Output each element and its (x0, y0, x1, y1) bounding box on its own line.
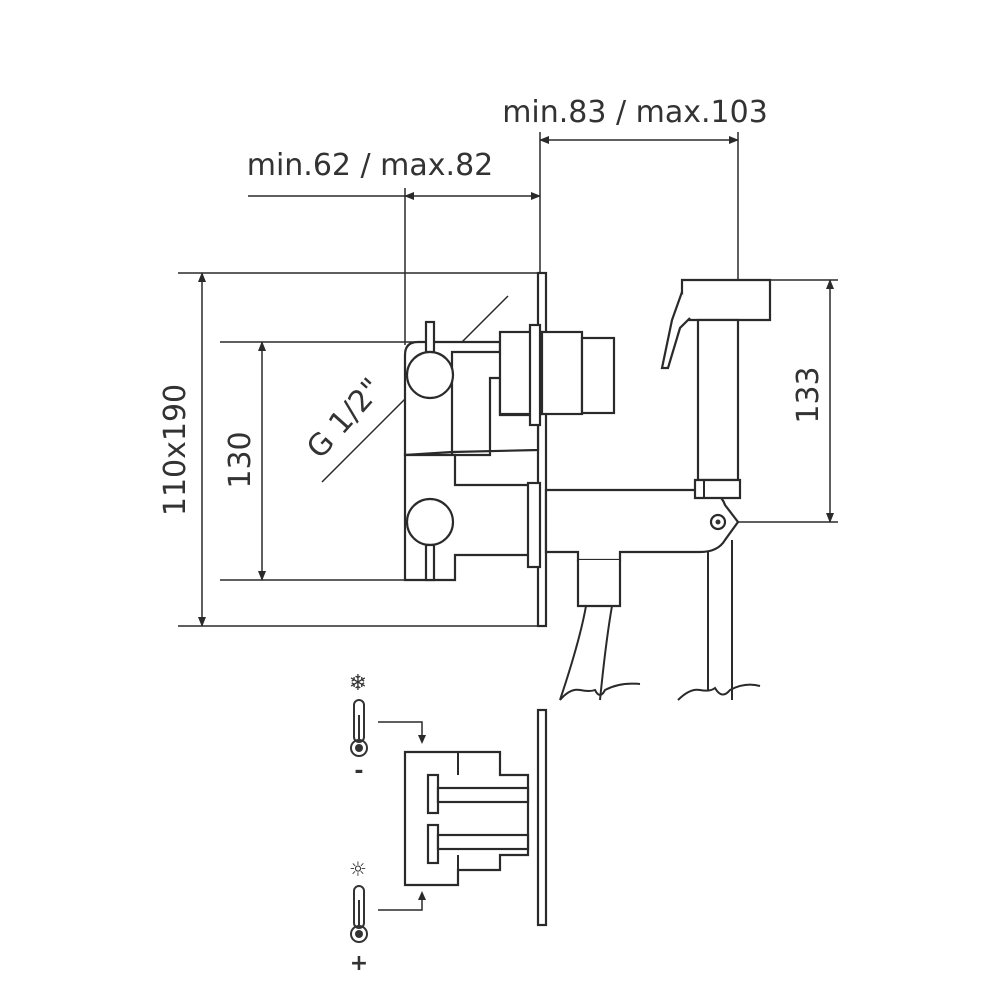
upper-handle (405, 320, 455, 400)
hot-sign: + (350, 951, 368, 976)
snowflake-icon: ❄ (349, 671, 367, 696)
dimension-holder-height-label: 133 (791, 366, 826, 423)
bidet-sprayer (660, 278, 772, 500)
dimension-depth-holder-label: min.83 / max.103 (502, 95, 768, 130)
holder-arm (544, 488, 740, 562)
dimension-lines (178, 132, 838, 627)
hoses (559, 540, 761, 701)
lower-handle (405, 497, 455, 582)
cold-indicator: ❄ - (349, 671, 368, 784)
thread-size-label: G 1/2" (300, 372, 389, 466)
flow-schematic (378, 708, 548, 927)
dimension-depth-valve-label: min.62 / max.82 (247, 148, 494, 183)
valve-body (403, 323, 616, 582)
cold-sign: - (354, 759, 363, 784)
sun-icon: ☼ (349, 857, 367, 881)
hot-indicator: ☼ + (349, 857, 368, 976)
dimension-plate-size-label: 110x190 (158, 384, 193, 516)
dimension-handle-spacing-label: 130 (223, 431, 258, 488)
